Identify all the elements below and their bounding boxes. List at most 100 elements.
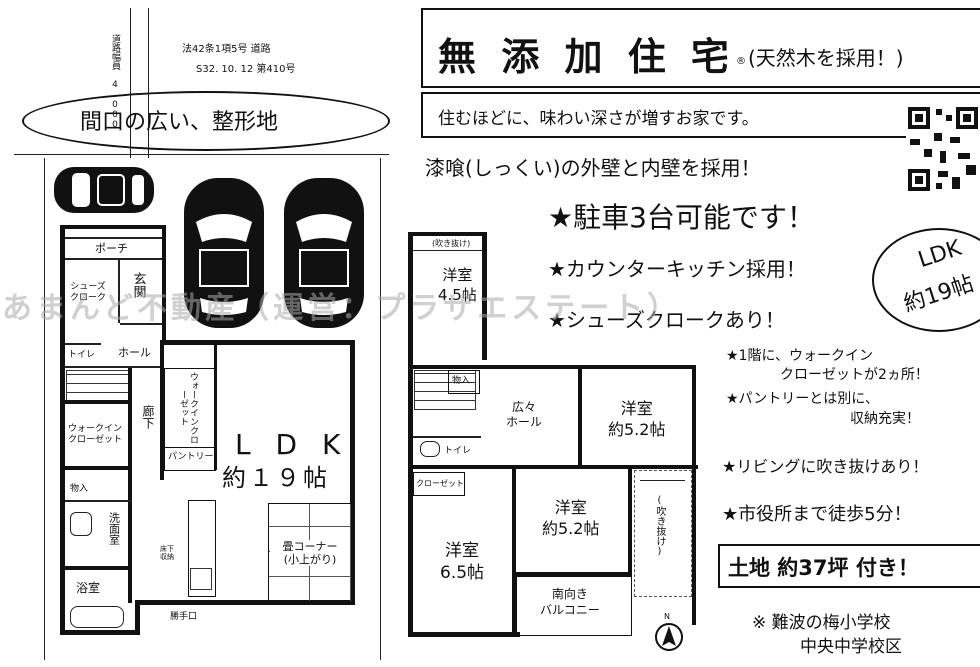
f2-east-room-right [692, 365, 696, 625]
f2-balcony: 南向き バルコニー [540, 586, 600, 618]
f2-east-room-label: 洋室 [620, 399, 653, 418]
f2-west-room: 洋室 4.5帖 [438, 265, 477, 305]
f1-storage: 物入 [70, 484, 89, 494]
sink-icon [70, 512, 92, 536]
feature-plaster: 漆喰(しっくい)の外壁と内壁を採用！ [425, 156, 761, 180]
watermark: あまんど不動産（運営：プラザエステート） [2, 291, 682, 326]
f1-shoes-closet-label: シューズ クローク [70, 282, 107, 303]
f1-walkin-box-bottom [60, 466, 132, 470]
f1-wall-corridor-left [128, 368, 132, 603]
road-law-label: 法42条1項5号 道路 [182, 44, 271, 55]
f1-toilet-wall [65, 343, 101, 345]
road-designation-label: S32. 10. 12 第410号 [196, 64, 296, 75]
f2-atrium-line [640, 480, 685, 481]
f1-walkin-closet-label: ウォークイン クローゼット [68, 424, 123, 445]
land-box [718, 544, 980, 588]
lot-shape-label: 間口の広い、整形地 [80, 110, 279, 135]
feature-parking: ★駐車3台可能です！ [548, 201, 815, 234]
f2-big-room: 洋室 6.5帖 [440, 540, 484, 584]
f2-stairs [414, 370, 476, 410]
f2-east-room-size: 約5.2帖 [608, 420, 666, 439]
f2-storage-box [448, 370, 480, 394]
f2-atrium-side-box [634, 470, 692, 597]
road-width-label: 道路幅員 4.000 [110, 34, 120, 130]
ldk-badge [872, 228, 980, 332]
f2-atrium-top: (吹き抜け) [432, 239, 471, 248]
bathtub-icon [70, 606, 124, 628]
f1-toilet: トイレ [68, 350, 96, 360]
tagline-box [421, 92, 980, 138]
header-title: 無 添 加 住 宅 [438, 35, 735, 79]
f2-west-room-right [482, 232, 487, 360]
f1-porch: ポーチ [95, 242, 128, 255]
site-boundary-top [14, 154, 389, 155]
f1-wall-bottom-step [135, 600, 140, 635]
f1-bathroom: 浴室 [76, 581, 101, 595]
f1-ldk-title: L D K [235, 428, 349, 461]
f1-entrance: 玄関 [128, 272, 148, 303]
f2-wide-hall-label: 広々 ホール [506, 400, 543, 429]
stove-icon [190, 568, 212, 590]
car-right-icon [284, 178, 364, 328]
f1-ldk-inner-left [214, 345, 217, 470]
feature-pantry-2: 収納充実！ [850, 411, 920, 427]
f1-entrance-label: 玄関 [130, 272, 146, 298]
f1-wall-corridor-right [160, 340, 164, 480]
car-small-icon [54, 167, 154, 213]
f2-wall-left [408, 232, 413, 637]
f1-porch-line [65, 258, 162, 260]
north-arrow-icon [655, 623, 683, 651]
f1-hall-bottom [65, 366, 160, 368]
f1-floor-storage: 床下 収納 [160, 545, 174, 561]
f1-wall-porch-top [60, 225, 165, 229]
f1-shoes-closet: シューズ クローク [70, 282, 106, 304]
site-boundary-right [380, 158, 381, 660]
f1-hall: ホール [118, 346, 151, 359]
f1-walkin-closet: ウォークイン クローゼット [68, 424, 122, 446]
f1-storage-line [65, 500, 132, 502]
f2-closet-box [413, 472, 465, 496]
f2-middle-room-right [628, 465, 632, 575]
f1-walkin-box-top [60, 400, 132, 404]
f2-west-room-label: 洋室 [442, 266, 473, 284]
f2-east-room-left [578, 365, 582, 465]
f1-floor-storage-label: 床下 収納 [160, 545, 174, 561]
f1-walkin-v: ウォークインクローゼット [178, 372, 198, 444]
f2-west-room-size: 4.5帖 [438, 286, 477, 304]
f1-stairs [66, 370, 130, 402]
school-line1: ※ 難波の梅小学校 [752, 613, 891, 633]
car-left-icon [184, 178, 264, 328]
f1-pantry: パントリー [168, 452, 214, 462]
f2-middle-room: 洋室 約5.2帖 [542, 497, 599, 539]
f1-wall-bottom-main [135, 600, 355, 605]
lot-shape-ellipse [22, 91, 390, 151]
f2-wall-top-right [480, 365, 695, 369]
school-line2: 中央中学校区 [800, 637, 902, 657]
f2-balcony-box [516, 576, 632, 636]
f1-entrance-top [65, 237, 162, 239]
f2-wall-bottom [408, 632, 520, 637]
north-label: N [664, 612, 670, 621]
feature-land: 土地 約37坪 付き！ [728, 556, 919, 580]
f1-tatami-sub: (小上がり) [283, 553, 337, 566]
f2-big-room-size: 6.5帖 [440, 563, 485, 583]
feature-walkin-2: クローゼットが2ヵ所！ [780, 367, 929, 383]
f2-middle-room-size: 約5.2帖 [542, 519, 600, 538]
f2-wall-top [408, 232, 486, 236]
f1-ldk-size: 約１９帖 [222, 464, 330, 492]
f2-atrium-top-line [412, 250, 486, 251]
f1-wall-top-ldk [160, 340, 355, 345]
f1-entrance-step [120, 323, 162, 325]
f2-closet: クローゼット [416, 479, 464, 488]
feature-pantry-1: ★パントリーとは別に、 [726, 391, 879, 407]
f1-wall-right [350, 340, 355, 605]
f1-handrail: 勝手口 [170, 612, 198, 622]
f2-toilet-top [413, 436, 481, 438]
f1-wall-outer-bottom [60, 630, 140, 635]
feature-walkin-1: ★1階に、ウォークイン [726, 348, 874, 364]
f1-tatami-label: 畳コーナー [282, 540, 338, 553]
f2-wall-mid [408, 465, 698, 469]
f2-toilet-icon [420, 441, 440, 457]
road-line-left [130, 8, 131, 158]
f1-corridor: 廊下 [141, 405, 155, 429]
